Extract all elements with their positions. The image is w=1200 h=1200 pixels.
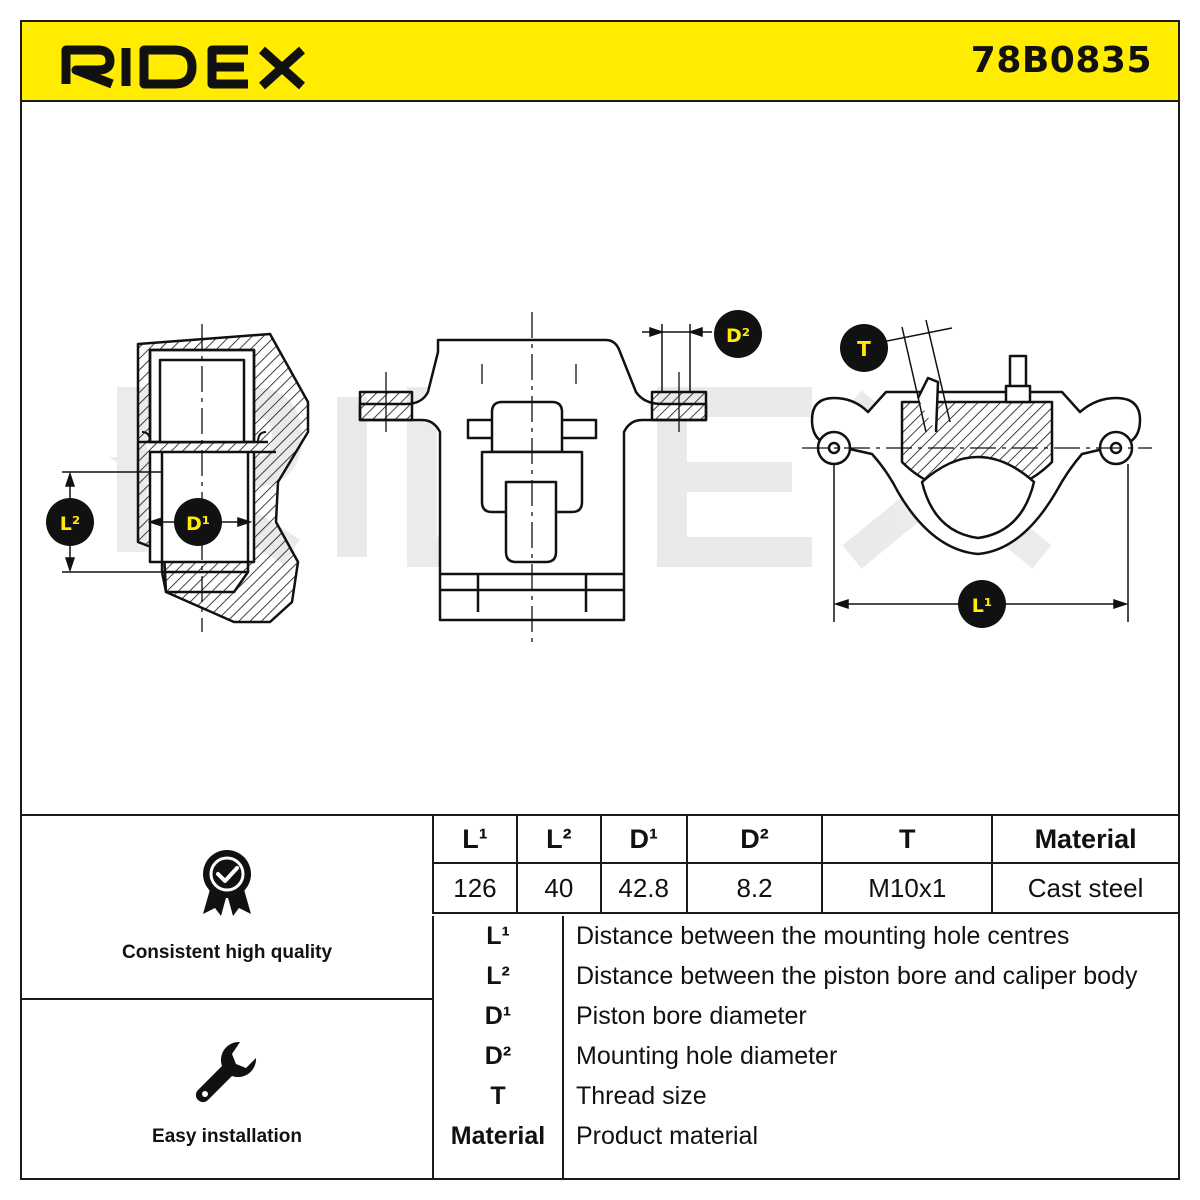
callout-l1: L¹ <box>958 580 1006 628</box>
spec-header-d1: D¹ <box>599 816 688 864</box>
spec-value-d1: 42.8 <box>599 862 688 914</box>
spec-header-l2: L² <box>515 816 602 864</box>
front-view <box>358 312 708 647</box>
spec-header-t: T <box>821 816 994 864</box>
legend-row: D² Mounting hole diameter <box>434 1036 1178 1076</box>
callout-d1-label: D¹ <box>186 513 210 535</box>
callout-t: T <box>840 324 888 372</box>
feature-installation: Easy installation <box>22 1000 432 1178</box>
legend-row: D¹ Piston bore diameter <box>434 996 1178 1036</box>
spec-value-material: Cast steel <box>991 862 1178 914</box>
legend-divider <box>562 916 564 1178</box>
callout-l2-label: L² <box>60 513 80 535</box>
legend-description: Piston bore diameter <box>576 1002 807 1030</box>
spec-header-l1: L¹ <box>433 816 518 864</box>
legend-row: L² Distance between the piston bore and … <box>434 956 1178 996</box>
callout-d1: D¹ <box>174 498 222 546</box>
technical-drawing: L² D¹ D² T L¹ <box>22 102 1178 814</box>
legend-row: L¹ Distance between the mounting hole ce… <box>434 916 1178 956</box>
spec-header-d2: D² <box>685 816 824 864</box>
callout-d2: D² <box>714 310 762 358</box>
spec-value-t: M10x1 <box>821 862 994 914</box>
legend-symbol: L¹ <box>486 922 510 950</box>
legend-row: T Thread size <box>434 1076 1178 1116</box>
header-bar: 78B0835 <box>22 22 1178 102</box>
legend-row: Material Product material <box>434 1116 1178 1156</box>
legend-description: Distance between the mounting hole centr… <box>576 922 1070 950</box>
feature-installation-label: Easy installation <box>152 1126 302 1147</box>
d2-dimension <box>642 324 712 392</box>
legend-description: Thread size <box>576 1082 707 1110</box>
spec-table: L¹ L² D¹ D² T Material 126 40 42.8 8.2 M… <box>432 816 1178 914</box>
spec-value-l1: 126 <box>433 862 518 914</box>
info-section: Consistent high quality Easy installatio… <box>22 814 1178 1178</box>
legend-symbol: L² <box>486 962 510 990</box>
side-section-view <box>136 324 310 632</box>
legend-table: L¹ Distance between the mounting hole ce… <box>432 916 1178 1178</box>
legend-symbol: D² <box>484 1042 512 1070</box>
callout-d2-label: D² <box>726 325 750 347</box>
end-view <box>802 354 1152 556</box>
t-dimension <box>881 319 953 433</box>
feature-quality: Consistent high quality <box>22 816 432 1000</box>
legend-description: Mounting hole diameter <box>576 1042 838 1070</box>
callout-l1-label: L¹ <box>972 595 992 617</box>
spec-header-material: Material <box>991 816 1178 864</box>
quality-badge-icon <box>197 848 257 923</box>
brand-logo <box>40 24 320 105</box>
callout-l2: L² <box>46 498 94 546</box>
wrench-icon <box>192 1038 262 1113</box>
callout-t-label: T <box>857 337 871 361</box>
legend-symbol: T <box>490 1082 506 1110</box>
product-sheet: 78B0835 <box>20 20 1180 1180</box>
part-number: 78B0835 <box>970 40 1152 81</box>
legend-symbol: Material <box>450 1122 546 1150</box>
legend-description: Product material <box>576 1122 759 1150</box>
spec-value-d2: 8.2 <box>685 862 824 914</box>
spec-header-row: L¹ L² D¹ D² T Material <box>433 816 1178 864</box>
legend-description: Distance between the piston bore and cal… <box>576 962 1138 990</box>
spec-value-row: 126 40 42.8 8.2 M10x1 Cast steel <box>433 862 1178 914</box>
legend-symbol: D¹ <box>484 1002 512 1030</box>
feature-quality-label: Consistent high quality <box>121 942 333 963</box>
spec-value-l2: 40 <box>515 862 602 914</box>
